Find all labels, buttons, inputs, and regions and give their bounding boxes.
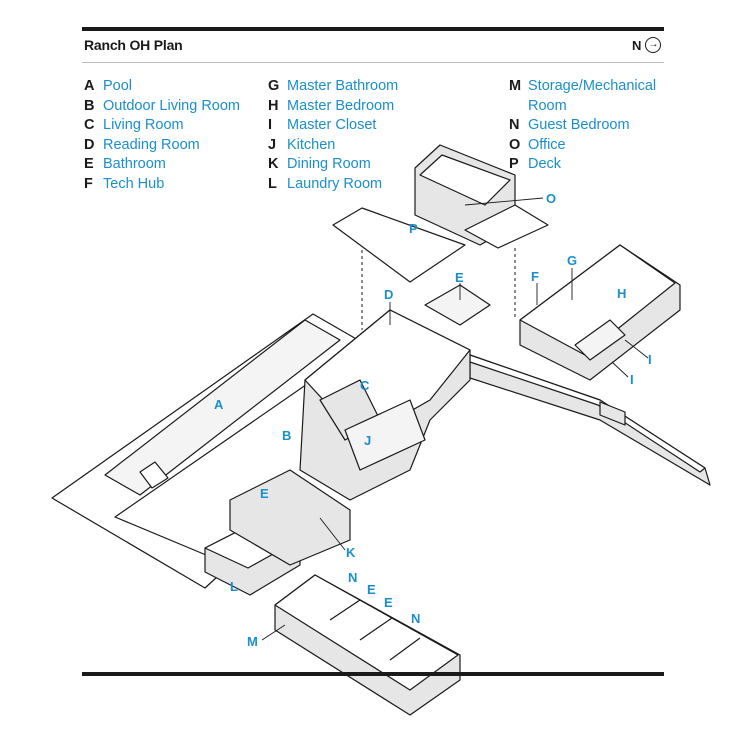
deck-slab bbox=[332, 207, 466, 283]
legend-label: Guest Bedroom bbox=[528, 117, 630, 133]
legend-item: B Outdoor Living Room bbox=[84, 97, 240, 117]
label-p: P bbox=[409, 221, 418, 236]
top-rule bbox=[82, 27, 664, 31]
legend-label: Dining Room bbox=[287, 156, 371, 172]
legend-item: M Storage/Mechanical Room bbox=[509, 77, 678, 116]
legend-key: O bbox=[509, 136, 521, 153]
legend-key: P bbox=[509, 156, 519, 172]
legend-item: H Master Bedroom bbox=[268, 97, 398, 117]
leader-office bbox=[464, 197, 544, 206]
legend-item: P Deck bbox=[509, 155, 678, 175]
office-floor bbox=[419, 154, 511, 206]
leader-i2 bbox=[611, 361, 629, 378]
pool-deck-slab bbox=[51, 313, 366, 589]
arrow-right-circle-icon: → bbox=[645, 37, 662, 53]
legend-item: F Tech Hub bbox=[84, 175, 240, 195]
label-e-guest-1: E bbox=[367, 582, 376, 597]
label-b: B bbox=[282, 428, 291, 443]
legend-item: E Bathroom bbox=[84, 155, 240, 175]
label-i-1: I bbox=[648, 352, 652, 367]
label-j: J bbox=[364, 433, 371, 448]
legend-item: J Kitchen bbox=[268, 136, 398, 156]
legend-label: Living Room bbox=[103, 117, 184, 133]
legend-label: Storage/Mechanical Room bbox=[528, 78, 657, 114]
entry-bath bbox=[424, 284, 491, 326]
legend-column-2: G Master Bathroom H Master Bedroom I Master… bbox=[268, 77, 398, 194]
legend-item: K Dining Room bbox=[268, 155, 398, 175]
label-e-entry: E bbox=[455, 270, 464, 285]
label-d: D bbox=[384, 287, 393, 302]
master-wing-floor bbox=[519, 244, 676, 356]
legend-label: Office bbox=[528, 136, 566, 153]
legend-key: E bbox=[84, 156, 94, 172]
label-m: M bbox=[247, 634, 258, 649]
legend-key: B bbox=[84, 97, 95, 114]
legend-label: Tech Hub bbox=[103, 175, 165, 192]
pool bbox=[104, 319, 341, 496]
master-closet bbox=[574, 319, 626, 361]
kitchen-block bbox=[344, 399, 426, 471]
label-e-guest-2: E bbox=[384, 595, 393, 610]
legend-item: C Living Room bbox=[84, 116, 240, 136]
label-a: A bbox=[214, 397, 224, 412]
legend-label: Master Closet bbox=[287, 117, 377, 133]
leader-i1 bbox=[624, 339, 649, 359]
bottom-rule bbox=[82, 672, 664, 676]
legend-item: I Master Closet bbox=[268, 116, 398, 136]
legend-key: H bbox=[268, 97, 279, 114]
legend-item: O Office bbox=[509, 136, 678, 156]
legend-item: L Laundry Room bbox=[268, 175, 398, 195]
label-c: C bbox=[360, 378, 370, 393]
label-n-2: N bbox=[411, 611, 420, 626]
legend-key: I bbox=[268, 117, 273, 133]
legend-label: Laundry Room bbox=[287, 175, 383, 192]
legend-key: J bbox=[268, 136, 277, 153]
legend-key: N bbox=[509, 117, 520, 133]
page-title: Ranch OH Plan bbox=[84, 37, 183, 53]
legend-label: Master Bathroom bbox=[287, 78, 399, 94]
legend-label: Deck bbox=[528, 156, 562, 172]
label-g: G bbox=[567, 253, 577, 268]
legend-item: N Guest Bedroom bbox=[509, 116, 678, 136]
legend-label: Kitchen bbox=[287, 136, 336, 153]
legend-label: Outdoor Living Room bbox=[103, 97, 241, 114]
label-k: K bbox=[346, 545, 356, 560]
legend-label: Reading Room bbox=[103, 136, 200, 153]
legend-key: M bbox=[509, 78, 522, 94]
label-h: H bbox=[617, 286, 626, 301]
walkway-end-block bbox=[599, 401, 626, 426]
pool-spa bbox=[139, 461, 169, 489]
header-divider bbox=[82, 62, 664, 63]
legend-key: L bbox=[268, 175, 277, 192]
legend-key: D bbox=[84, 136, 95, 153]
legend-key: A bbox=[84, 78, 95, 94]
guest-wing-floor bbox=[274, 574, 459, 691]
label-l: L bbox=[230, 579, 238, 594]
legend-item: A Pool bbox=[84, 77, 240, 97]
north-label: N bbox=[632, 37, 642, 53]
dining-wing bbox=[229, 469, 351, 566]
legend-item: G Master Bathroom bbox=[268, 77, 398, 97]
legend-label: Pool bbox=[103, 78, 133, 94]
leader-m bbox=[261, 624, 286, 641]
legend-key: C bbox=[84, 117, 95, 133]
legend-key: K bbox=[268, 156, 279, 172]
label-i-2: I bbox=[630, 372, 634, 387]
label-o: O bbox=[546, 191, 556, 206]
label-e-laundry: E bbox=[260, 486, 269, 501]
legend-key: F bbox=[84, 175, 93, 192]
label-f: F bbox=[531, 269, 539, 284]
legend-label: Bathroom bbox=[103, 156, 166, 172]
legend-label: Master Bedroom bbox=[287, 97, 395, 114]
legend-key: G bbox=[268, 78, 280, 94]
leader-k bbox=[319, 517, 346, 551]
office-extension bbox=[464, 204, 549, 249]
north-indicator: N → bbox=[632, 37, 662, 53]
legend-item: D Reading Room bbox=[84, 136, 240, 156]
label-n-1: N bbox=[348, 570, 357, 585]
